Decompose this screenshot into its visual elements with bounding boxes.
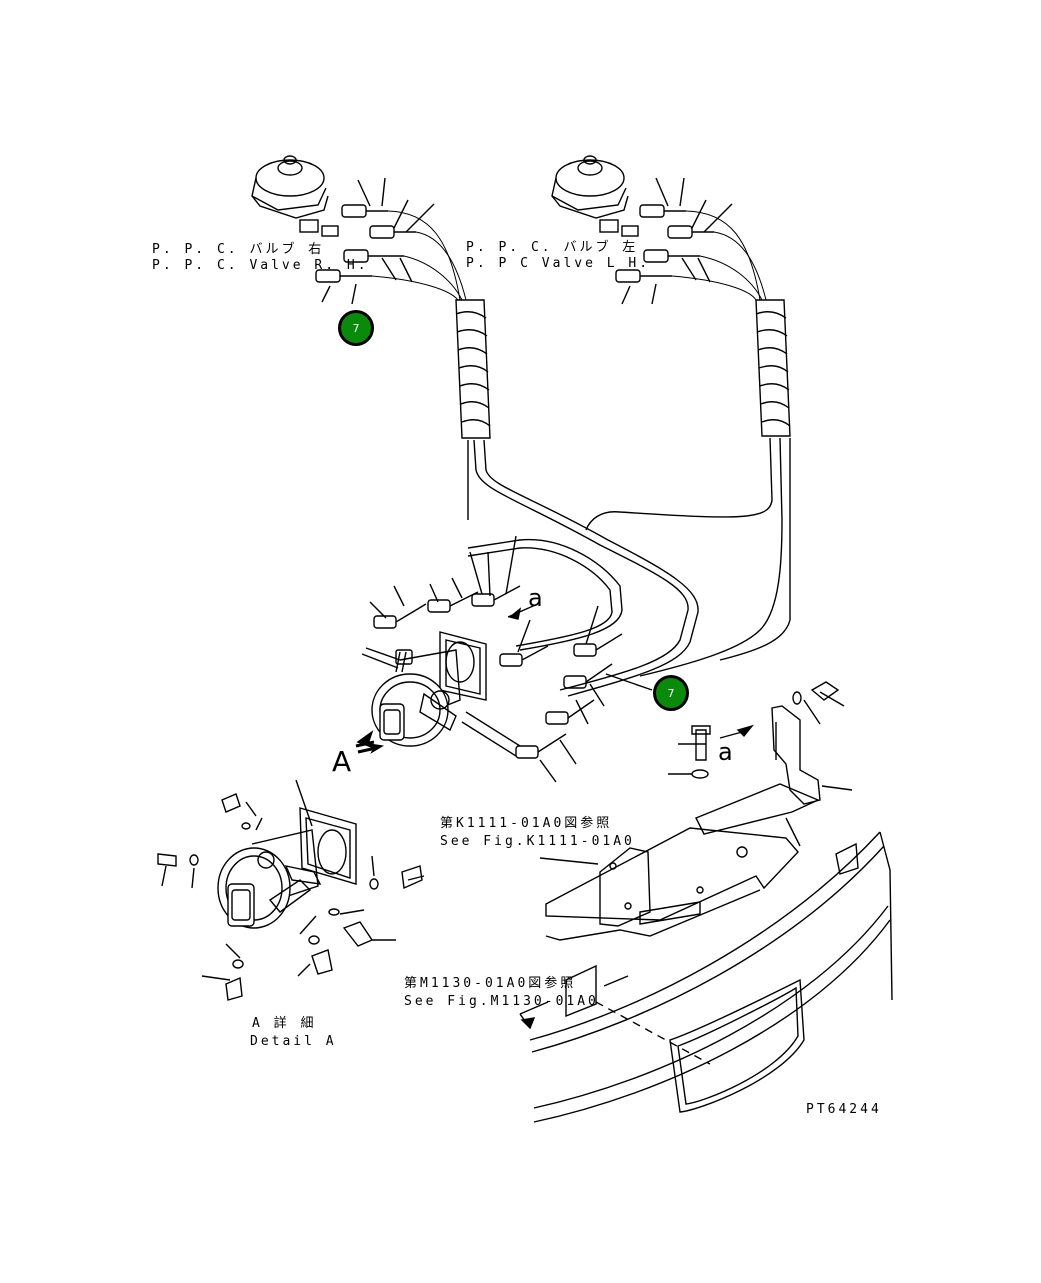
mounting-bracket — [668, 681, 853, 835]
see-fig-m-en-label: See Fig.M1130-01A0 — [404, 994, 599, 1009]
view-a-arrow — [355, 730, 385, 754]
view-a-lower-label: a — [718, 738, 733, 766]
view-a-arrow-label: a — [528, 584, 543, 612]
detail-a-drawing — [157, 779, 425, 1001]
ppc-valve-lh — [551, 155, 639, 237]
detail-a-jp-label: A 詳 細 — [252, 1016, 317, 1031]
see-fig-k-en-label: See Fig.K1111-01A0 — [440, 834, 635, 849]
counterweight — [529, 831, 893, 1123]
floor-frame — [545, 817, 801, 941]
spiral-guard-rh — [455, 299, 491, 439]
detail-a-en-label: Detail A — [250, 1034, 337, 1049]
block-fittings — [361, 535, 653, 783]
ppc-valve-rh-jp-label: P. P. C. バルブ 右 — [152, 242, 325, 257]
ppc-valve-rh-en-label: P. P. C. Valve R. H. — [152, 258, 369, 273]
view-a-label: A — [332, 745, 352, 778]
hose-routing — [467, 437, 791, 697]
see-fig-m-jp-label: 第M1130-01A0図参照 — [404, 976, 577, 991]
fittings-rh — [315, 177, 435, 305]
see-fig-k-jp-label: 第K1111-01A0図参照 — [440, 816, 613, 831]
part-number-label: PT64244 — [806, 1102, 882, 1117]
fittings-lh — [615, 177, 733, 305]
pilot-valve-block — [371, 631, 487, 747]
ppc-valve-rh — [251, 155, 339, 237]
callout-7-hose-clamp-lower[interactable]: 7 — [653, 675, 689, 711]
ppc-valve-lh-jp-label: P. P. C. バルブ 左 — [466, 240, 639, 255]
spiral-guard-lh — [755, 299, 791, 437]
ppc-valve-lh-en-label: P. P C Valve L H. — [466, 256, 651, 271]
callout-7-hose-clamp-rh[interactable]: 7 — [338, 310, 374, 346]
